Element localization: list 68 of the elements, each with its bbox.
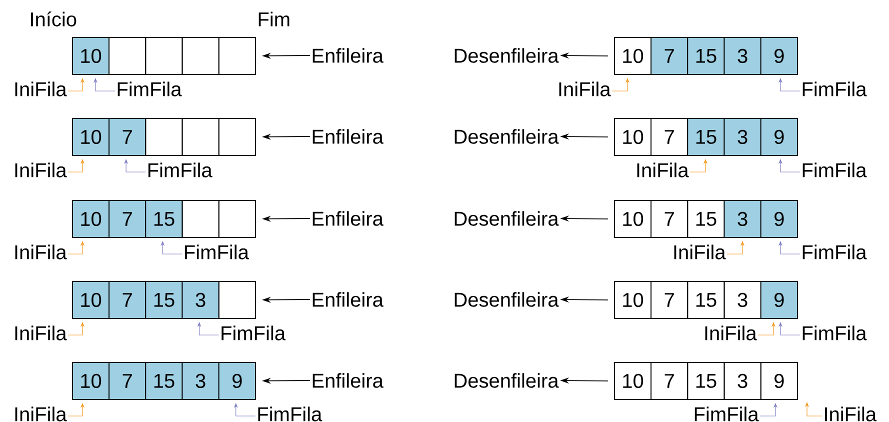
array-cell: 3 xyxy=(724,37,762,75)
column-label: Fim xyxy=(258,12,290,26)
array-cell: 10 xyxy=(614,200,652,238)
pointer-label: FimFila xyxy=(118,82,182,96)
pointer-label: FimFila xyxy=(802,82,867,96)
array-cell xyxy=(182,118,220,156)
array-cell xyxy=(145,37,183,75)
pointer-label: FimFila xyxy=(694,406,759,422)
array-cell xyxy=(108,37,146,75)
pointer-label: IniFila xyxy=(825,406,877,422)
array-cell: 10 xyxy=(72,281,110,319)
operation-label: Desenfileira xyxy=(454,292,559,307)
array-cell: 3 xyxy=(724,200,762,238)
pointer-label: FimFila xyxy=(802,244,867,260)
pointer-label: IniFila xyxy=(15,406,67,422)
array-cell: 10 xyxy=(72,37,110,75)
array-cell: 9 xyxy=(760,118,798,156)
array-cell xyxy=(218,118,256,156)
array-cell xyxy=(182,200,220,238)
operation-label: Desenfileira xyxy=(454,373,559,388)
pointer-label: IniFila xyxy=(15,82,67,96)
array-cell: 7 xyxy=(108,118,146,156)
pointer-label: IniFila xyxy=(15,162,67,178)
array-cell: 7 xyxy=(108,200,146,238)
column-label: Início xyxy=(31,12,76,26)
pointer-label: FimFila xyxy=(258,406,322,422)
array-cell: 7 xyxy=(650,200,688,238)
array-cell xyxy=(218,37,256,75)
pointer-label: IniFila xyxy=(637,162,689,178)
operation-label: Enfileira xyxy=(312,292,384,307)
array-cell xyxy=(218,200,256,238)
pointer-label: FimFila xyxy=(185,244,249,260)
pointer-label: IniFila xyxy=(559,82,611,96)
pointer-label: FimFila xyxy=(148,162,212,178)
pointer-label: IniFila xyxy=(15,326,67,340)
array-cell xyxy=(182,37,220,75)
array-cell: 9 xyxy=(760,37,798,75)
operation-label: Desenfileira xyxy=(454,211,559,226)
array-cell: 3 xyxy=(724,118,762,156)
pointer-label: FimFila xyxy=(802,326,867,340)
array-cell: 15 xyxy=(145,200,183,238)
operation-label: Enfileira xyxy=(312,48,384,63)
array-cell: 3 xyxy=(182,281,220,319)
array-cell: 7 xyxy=(650,37,688,75)
pointer-label: FimFila xyxy=(802,162,867,178)
array-cell xyxy=(218,281,256,319)
array-cell: 15 xyxy=(687,118,725,156)
array-cell: 7 xyxy=(650,281,688,319)
array-cell: 15 xyxy=(687,37,725,75)
array-cell: 9 xyxy=(760,200,798,238)
array-cell xyxy=(145,118,183,156)
array-cell: 10 xyxy=(72,200,110,238)
operation-label: Desenfileira xyxy=(454,129,559,144)
array-cell: 10 xyxy=(614,281,652,319)
array-cell: 10 xyxy=(72,118,110,156)
operation-label: Enfileira xyxy=(312,211,384,226)
operation-label: Enfileira xyxy=(312,373,384,388)
array-cell: 15 xyxy=(687,281,725,319)
array-cell: 9 xyxy=(760,281,798,319)
pointer-label: IniFila xyxy=(15,244,67,260)
array-cell: 10 xyxy=(614,118,652,156)
pointer-label: IniFila xyxy=(674,244,726,260)
array-cell: 7 xyxy=(108,281,146,319)
pointer-label: FimFila xyxy=(222,326,286,340)
array-cell: 15 xyxy=(145,281,183,319)
pointer-label: IniFila xyxy=(705,326,757,340)
operation-label: Enfileira xyxy=(312,129,384,144)
operation-label: Desenfileira xyxy=(454,48,559,63)
